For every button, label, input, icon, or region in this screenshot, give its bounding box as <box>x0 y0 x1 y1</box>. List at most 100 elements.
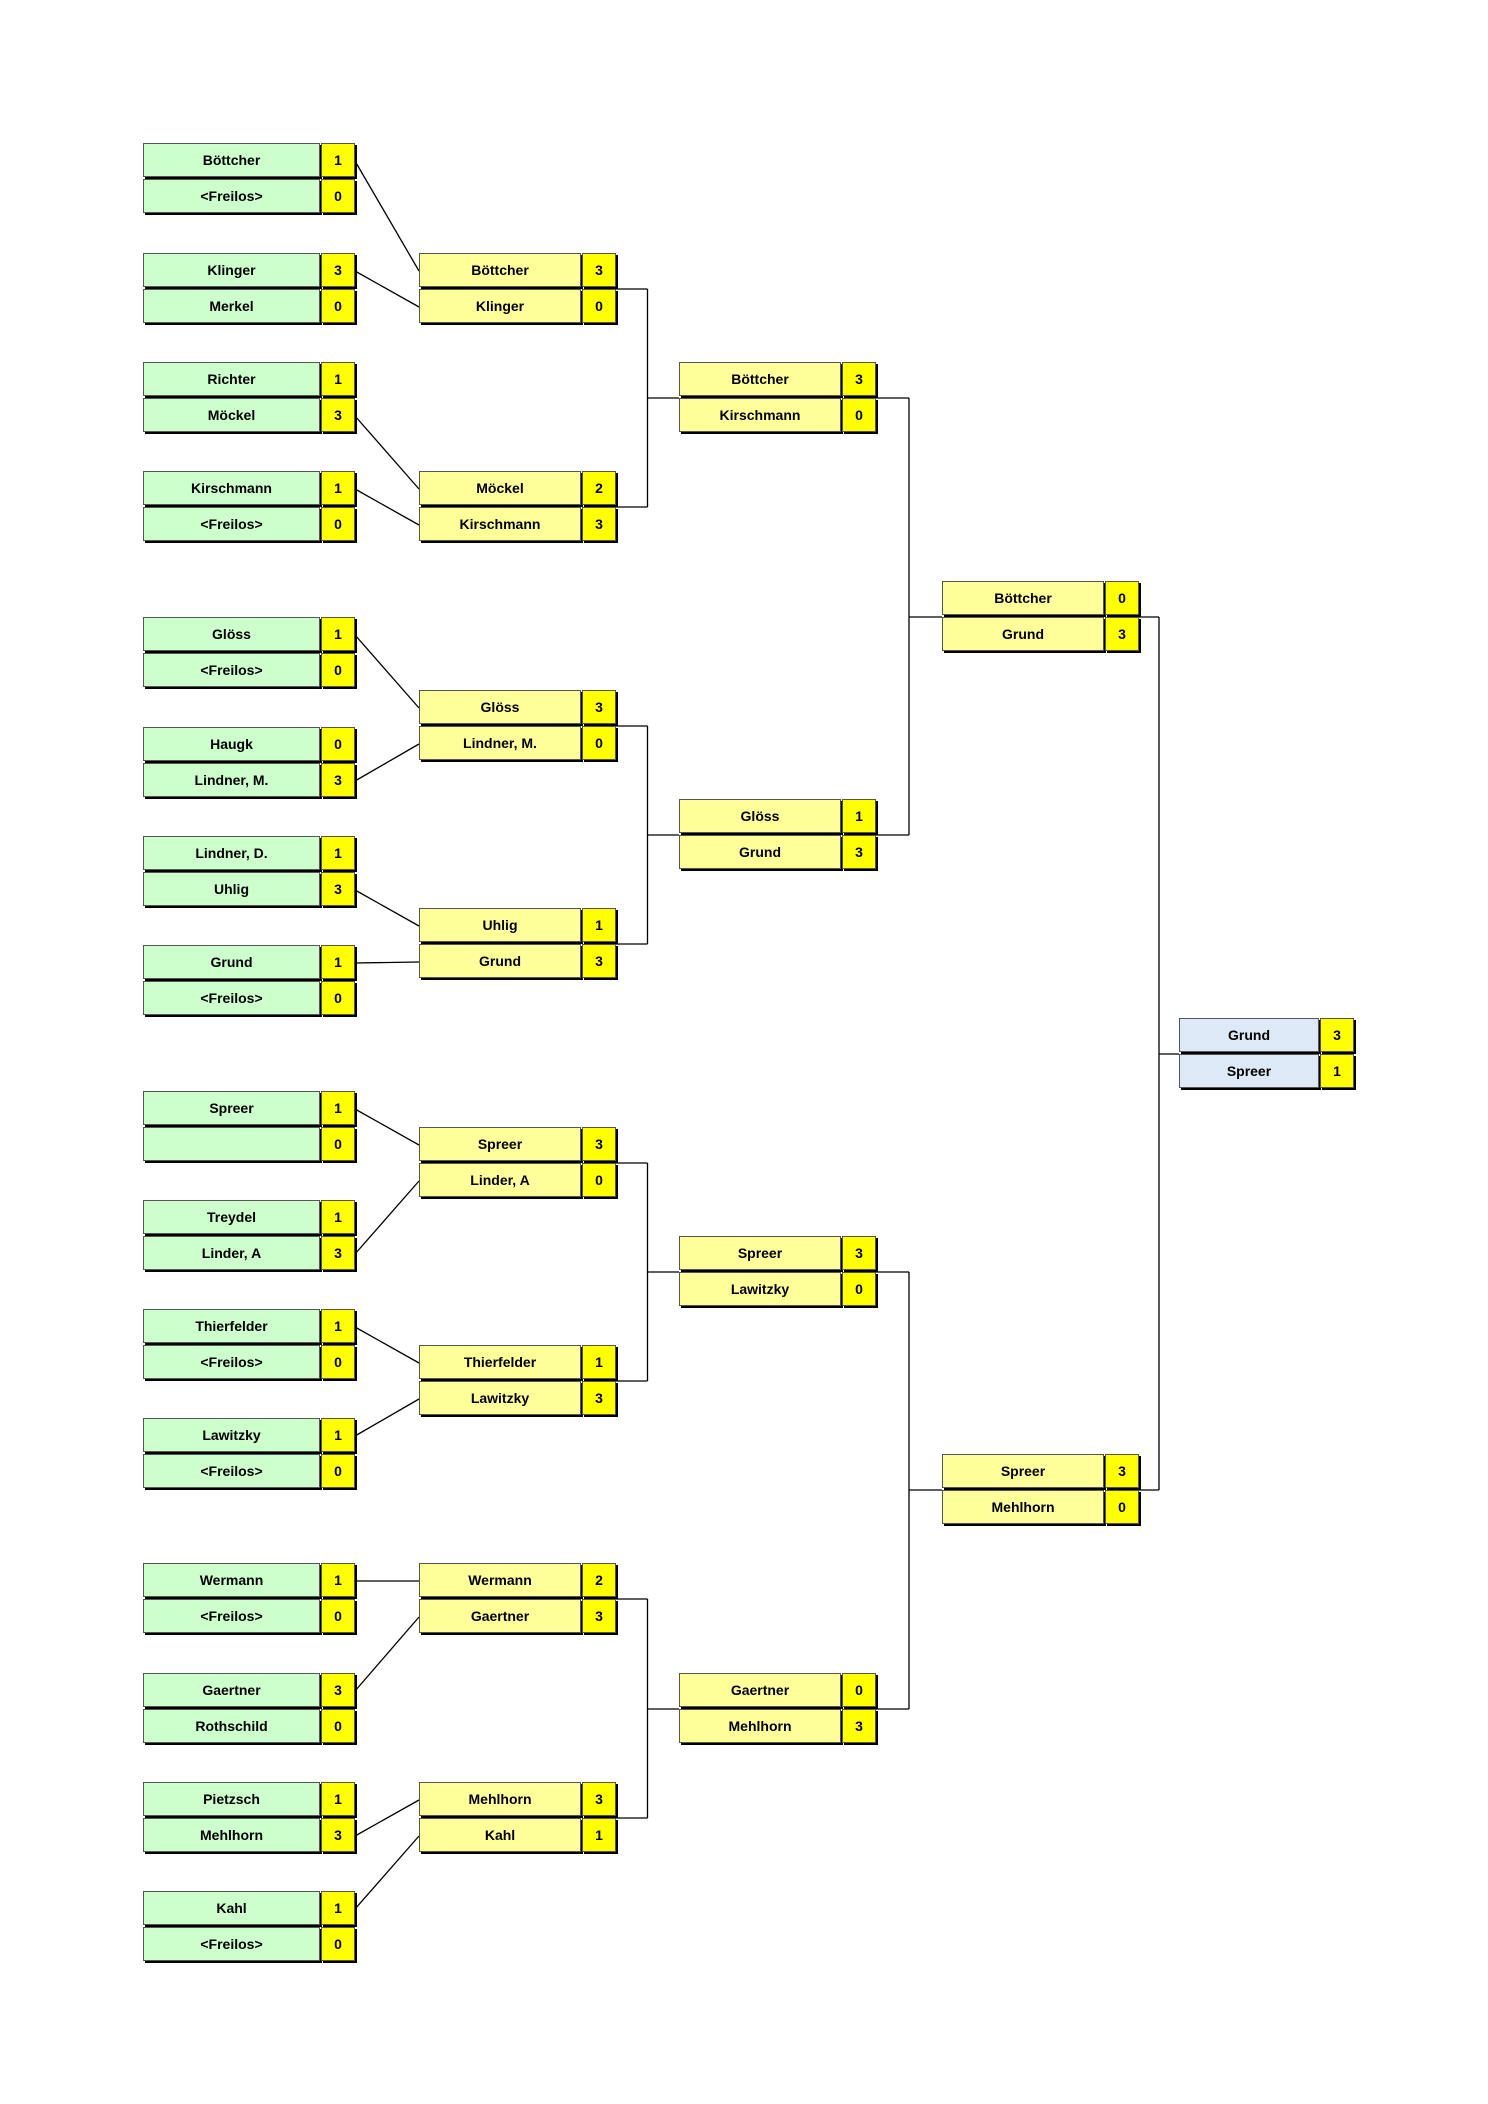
connector-line <box>354 1799 420 1837</box>
player-row: <Freilos>0 <box>143 179 355 213</box>
connector-line <box>354 160 420 272</box>
player-name: <Freilos> <box>143 179 320 213</box>
player-name: <Freilos> <box>143 1599 320 1633</box>
player-name: Lawitzky <box>143 1418 320 1452</box>
player-name: Treydel <box>143 1200 320 1234</box>
player-name: Kirschmann <box>419 507 581 541</box>
player-score: 1 <box>582 1345 616 1379</box>
player-name: Merkel <box>143 289 320 323</box>
player-name: Wermann <box>143 1563 320 1597</box>
player-name: Spreer <box>1179 1054 1319 1088</box>
player-row: <Freilos>0 <box>143 981 355 1015</box>
player-row: <Freilos>0 <box>143 507 355 541</box>
player-score: 3 <box>842 362 876 396</box>
connector-line <box>354 1326 420 1364</box>
player-name: Uhlig <box>143 872 320 906</box>
player-score: 1 <box>321 1563 355 1597</box>
player-name: Grund <box>1179 1018 1319 1052</box>
player-name: Möckel <box>419 471 581 505</box>
player-score: 0 <box>321 507 355 541</box>
player-score: 0 <box>321 1127 355 1161</box>
player-score: 1 <box>321 471 355 505</box>
player-name: Mehlhorn <box>143 1818 320 1852</box>
player-score: 0 <box>321 1454 355 1488</box>
player-name: Böttcher <box>942 581 1104 615</box>
player-score: 1 <box>321 1200 355 1234</box>
player-score: 0 <box>321 1709 355 1743</box>
player-row: <Freilos>0 <box>143 1454 355 1488</box>
player-row: <Freilos>0 <box>143 1927 355 1961</box>
connector-line <box>354 1616 420 1692</box>
player-score: 0 <box>321 179 355 213</box>
player-score: 3 <box>582 1381 616 1415</box>
connector-line <box>354 634 420 709</box>
player-score: 0 <box>842 398 876 432</box>
player-score: 0 <box>582 1163 616 1197</box>
player-name: Lindner, M. <box>143 763 320 797</box>
player-name: <Freilos> <box>143 1454 320 1488</box>
player-score: 1 <box>582 1818 616 1852</box>
player-score: 3 <box>321 398 355 432</box>
player-name: Spreer <box>419 1127 581 1161</box>
player-name: Mehlhorn <box>419 1782 581 1816</box>
player-name: Gaertner <box>143 1673 320 1707</box>
player-score: 0 <box>321 289 355 323</box>
player-row: 0 <box>143 1127 355 1161</box>
player-score: 3 <box>582 1599 616 1633</box>
player-score: 3 <box>582 507 616 541</box>
player-name: Kahl <box>419 1818 581 1852</box>
connector-line <box>354 270 420 308</box>
player-score: 3 <box>582 944 616 978</box>
player-score: 3 <box>321 872 355 906</box>
player-name: Rothschild <box>143 1709 320 1743</box>
player-row: <Freilos>0 <box>143 1345 355 1379</box>
player-score: 1 <box>321 1891 355 1925</box>
player-name: Böttcher <box>679 362 841 396</box>
player-score: 0 <box>321 1927 355 1961</box>
player-score: 3 <box>842 1236 876 1270</box>
player-score: 3 <box>842 1709 876 1743</box>
player-name: Lawitzky <box>679 1272 841 1306</box>
player-name: Mehlhorn <box>679 1709 841 1743</box>
player-name: Grund <box>942 617 1104 651</box>
player-name: Lindner, D. <box>143 836 320 870</box>
